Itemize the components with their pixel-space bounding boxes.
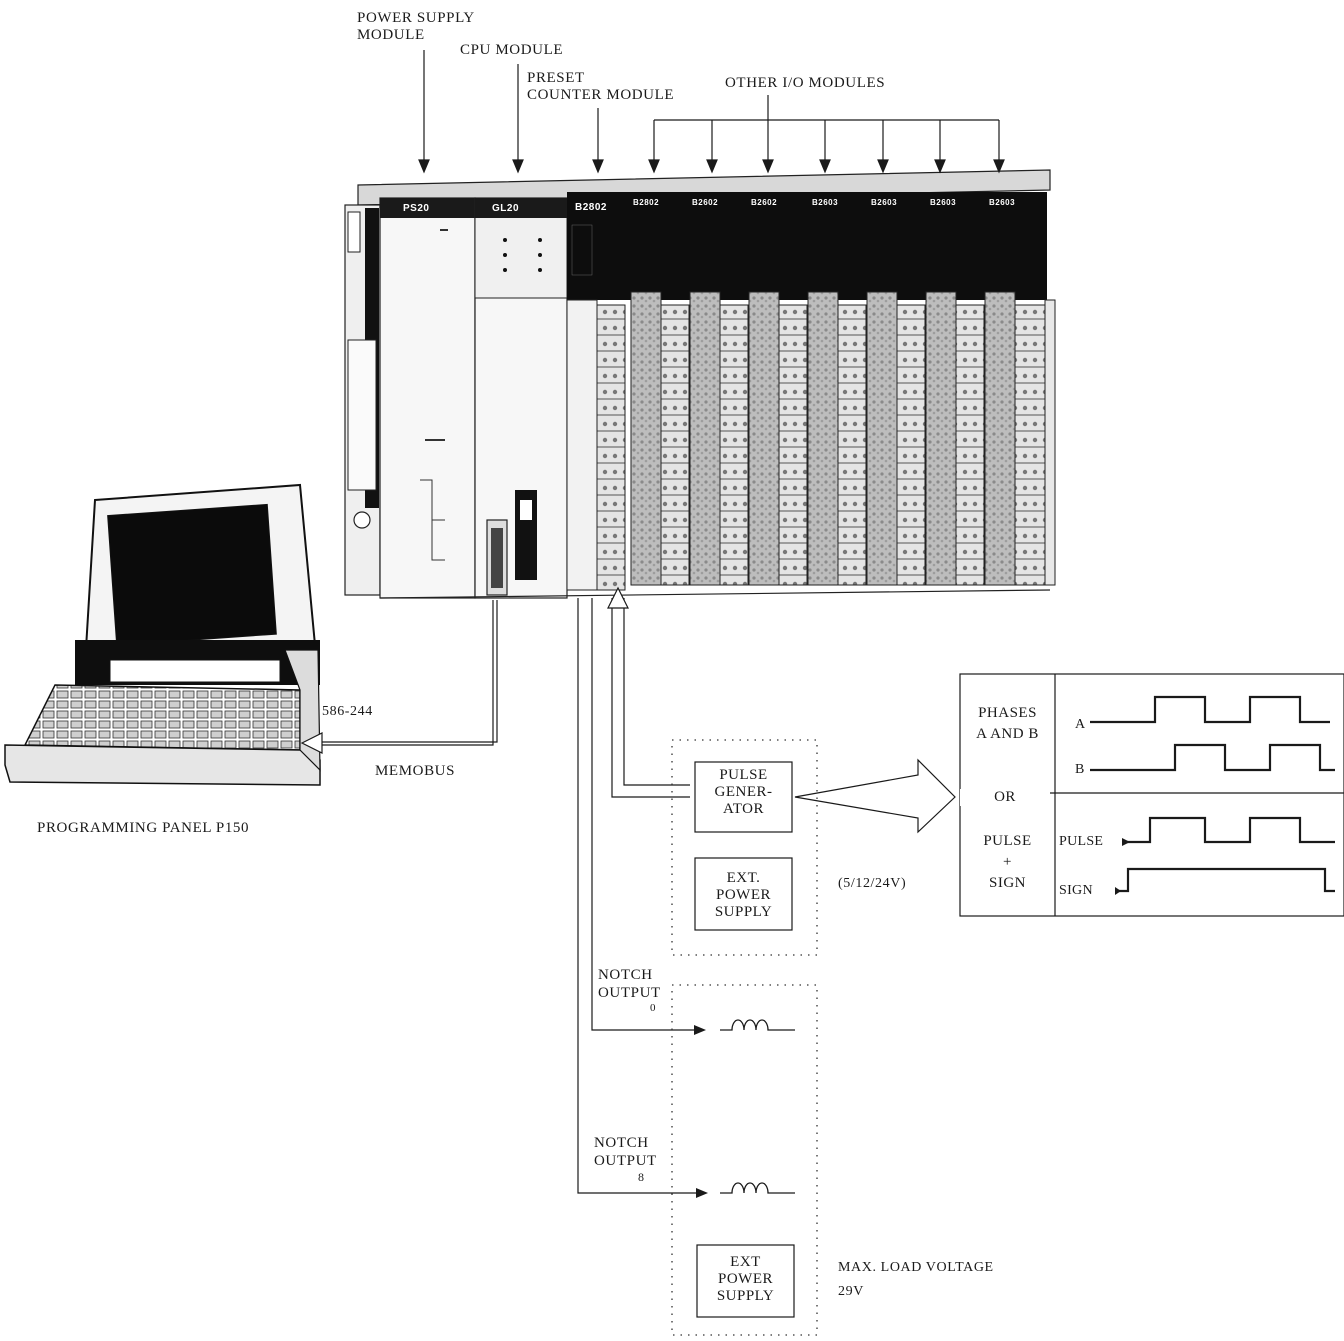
notch-output-8-line-1: NOTCH [594, 1134, 657, 1152]
ext-power-supply-2-label: EXT POWER SUPPLY [697, 1254, 794, 1305]
module-label-ps: PS20 [403, 203, 429, 214]
signal-b-label: B [1075, 762, 1085, 778]
io-module [749, 292, 807, 585]
label-max-load-line-2: 29V [838, 1280, 994, 1304]
notch-output-8-label: NOTCH OUTPUT 8 [594, 1134, 657, 1184]
notch-output-0-line-1: NOTCH [598, 966, 661, 984]
label-memobus: MEMOBUS [375, 763, 455, 780]
programming-panel-laptop [5, 485, 320, 785]
pulse-input-line [612, 598, 690, 797]
mode-separator-label: OR [960, 789, 1050, 806]
signal-sign-label: SIGN [1059, 883, 1093, 899]
mode-plus-line: + [960, 854, 1055, 870]
label-other-io-modules: OTHER I/O MODULES [725, 75, 885, 92]
mode-phases-line-1: PHASES [960, 705, 1055, 722]
memobus-cable [315, 600, 497, 745]
ext-power-1-line-1: EXT. [695, 870, 792, 887]
label-programming-panel: PROGRAMMING PANEL P150 [37, 820, 249, 837]
module-label-io-2: B2602 [692, 198, 718, 207]
module-label-counter: B2802 [575, 202, 607, 213]
io-module [867, 292, 925, 585]
notch-output-0-label: NOTCH OUTPUT 0 [598, 966, 661, 1014]
module-label-io-5: B2603 [871, 198, 897, 207]
mode-pulse-sign-label: PULSE + SIGN [960, 828, 1055, 896]
io-module [690, 292, 748, 585]
module-label-io-3: B2602 [751, 198, 777, 207]
label-power-supply-line-2: MODULE [357, 27, 475, 44]
ext-power-1-line-3: SUPPLY [695, 904, 792, 921]
component-boxes [695, 762, 794, 1317]
pulse-generator-label: PULSE GENER- ATOR [695, 767, 792, 818]
notch-output-8-index: 8 [594, 1170, 657, 1184]
label-max-load-voltage: MAX. LOAD VOLTAGE 29V [838, 1256, 994, 1304]
waveform-b [1090, 745, 1335, 770]
cpu-module [475, 198, 567, 598]
ext-power-2-line-1: EXT [697, 1254, 794, 1271]
label-power-supply-module: POWER SUPPLY MODULE [357, 10, 475, 44]
callout-arrows [419, 50, 1004, 172]
mode-sign-line: SIGN [960, 870, 1055, 896]
waveform-sign [1115, 869, 1335, 891]
signal-arrow [795, 760, 955, 832]
waveform-a [1090, 697, 1330, 722]
wiring [302, 588, 955, 1198]
label-preset-line-1: PRESET [527, 70, 674, 87]
io-module [985, 292, 1045, 585]
io-label-band [567, 192, 1047, 300]
label-cpu-module: CPU MODULE [460, 42, 563, 59]
rack-left-bracket [345, 205, 380, 595]
label-max-load-line-1: MAX. LOAD VOLTAGE [838, 1256, 994, 1280]
label-part-number: 586-244 [322, 703, 373, 720]
power-supply-module [380, 198, 475, 598]
waveform-pulse [1122, 818, 1335, 842]
relay-coil-8 [720, 1183, 795, 1193]
io-module [808, 292, 866, 585]
pulse-input-arrowhead [608, 588, 628, 608]
label-power-supply-line-1: POWER SUPPLY [357, 10, 475, 27]
ext-power-1-line-2: POWER [695, 887, 792, 904]
module-label-cpu: GL20 [492, 203, 519, 214]
notch-output-0-line-2: OUTPUT [598, 984, 661, 1002]
mode-phases-label: PHASES A AND B [960, 705, 1055, 743]
pulse-generator-line-2: GENER- [695, 784, 792, 801]
plc-rack [345, 170, 1055, 598]
ext-power-2-line-2: POWER [697, 1271, 794, 1288]
io-module [631, 292, 689, 585]
signal-pulse-label: PULSE [1059, 834, 1103, 850]
pulse-generator-line-1: PULSE [695, 767, 792, 784]
module-label-io-4: B2603 [812, 198, 838, 207]
notch-output-8-wire [578, 598, 700, 1193]
io-modules [631, 292, 1055, 585]
laptop-base [5, 745, 320, 785]
label-voltage-range: (5/12/24V) [838, 875, 906, 892]
ext-power-supply-1-label: EXT. POWER SUPPLY [695, 870, 792, 921]
module-label-io-1: B2802 [633, 198, 659, 207]
notch-output-8-line-2: OUTPUT [594, 1152, 657, 1170]
laptop-screen [108, 504, 277, 645]
notch-output-0-index: 0 [598, 1002, 661, 1014]
module-label-io-6: B2603 [930, 198, 956, 207]
pulse-generator-line-3: ATOR [695, 801, 792, 818]
mode-pulse-line: PULSE [960, 828, 1055, 854]
label-preset-counter-module: PRESET COUNTER MODULE [527, 70, 674, 104]
laptop-keyboard [25, 685, 300, 750]
ext-power-2-line-3: SUPPLY [697, 1288, 794, 1305]
relay-coil-0 [720, 1020, 795, 1030]
signal-waveforms [1090, 697, 1335, 891]
signal-a-label: A [1075, 717, 1085, 733]
module-label-io-7: B2603 [989, 198, 1015, 207]
mode-phases-line-2: A AND B [960, 726, 1055, 743]
io-module [926, 292, 984, 585]
label-preset-line-2: COUNTER MODULE [527, 87, 674, 104]
